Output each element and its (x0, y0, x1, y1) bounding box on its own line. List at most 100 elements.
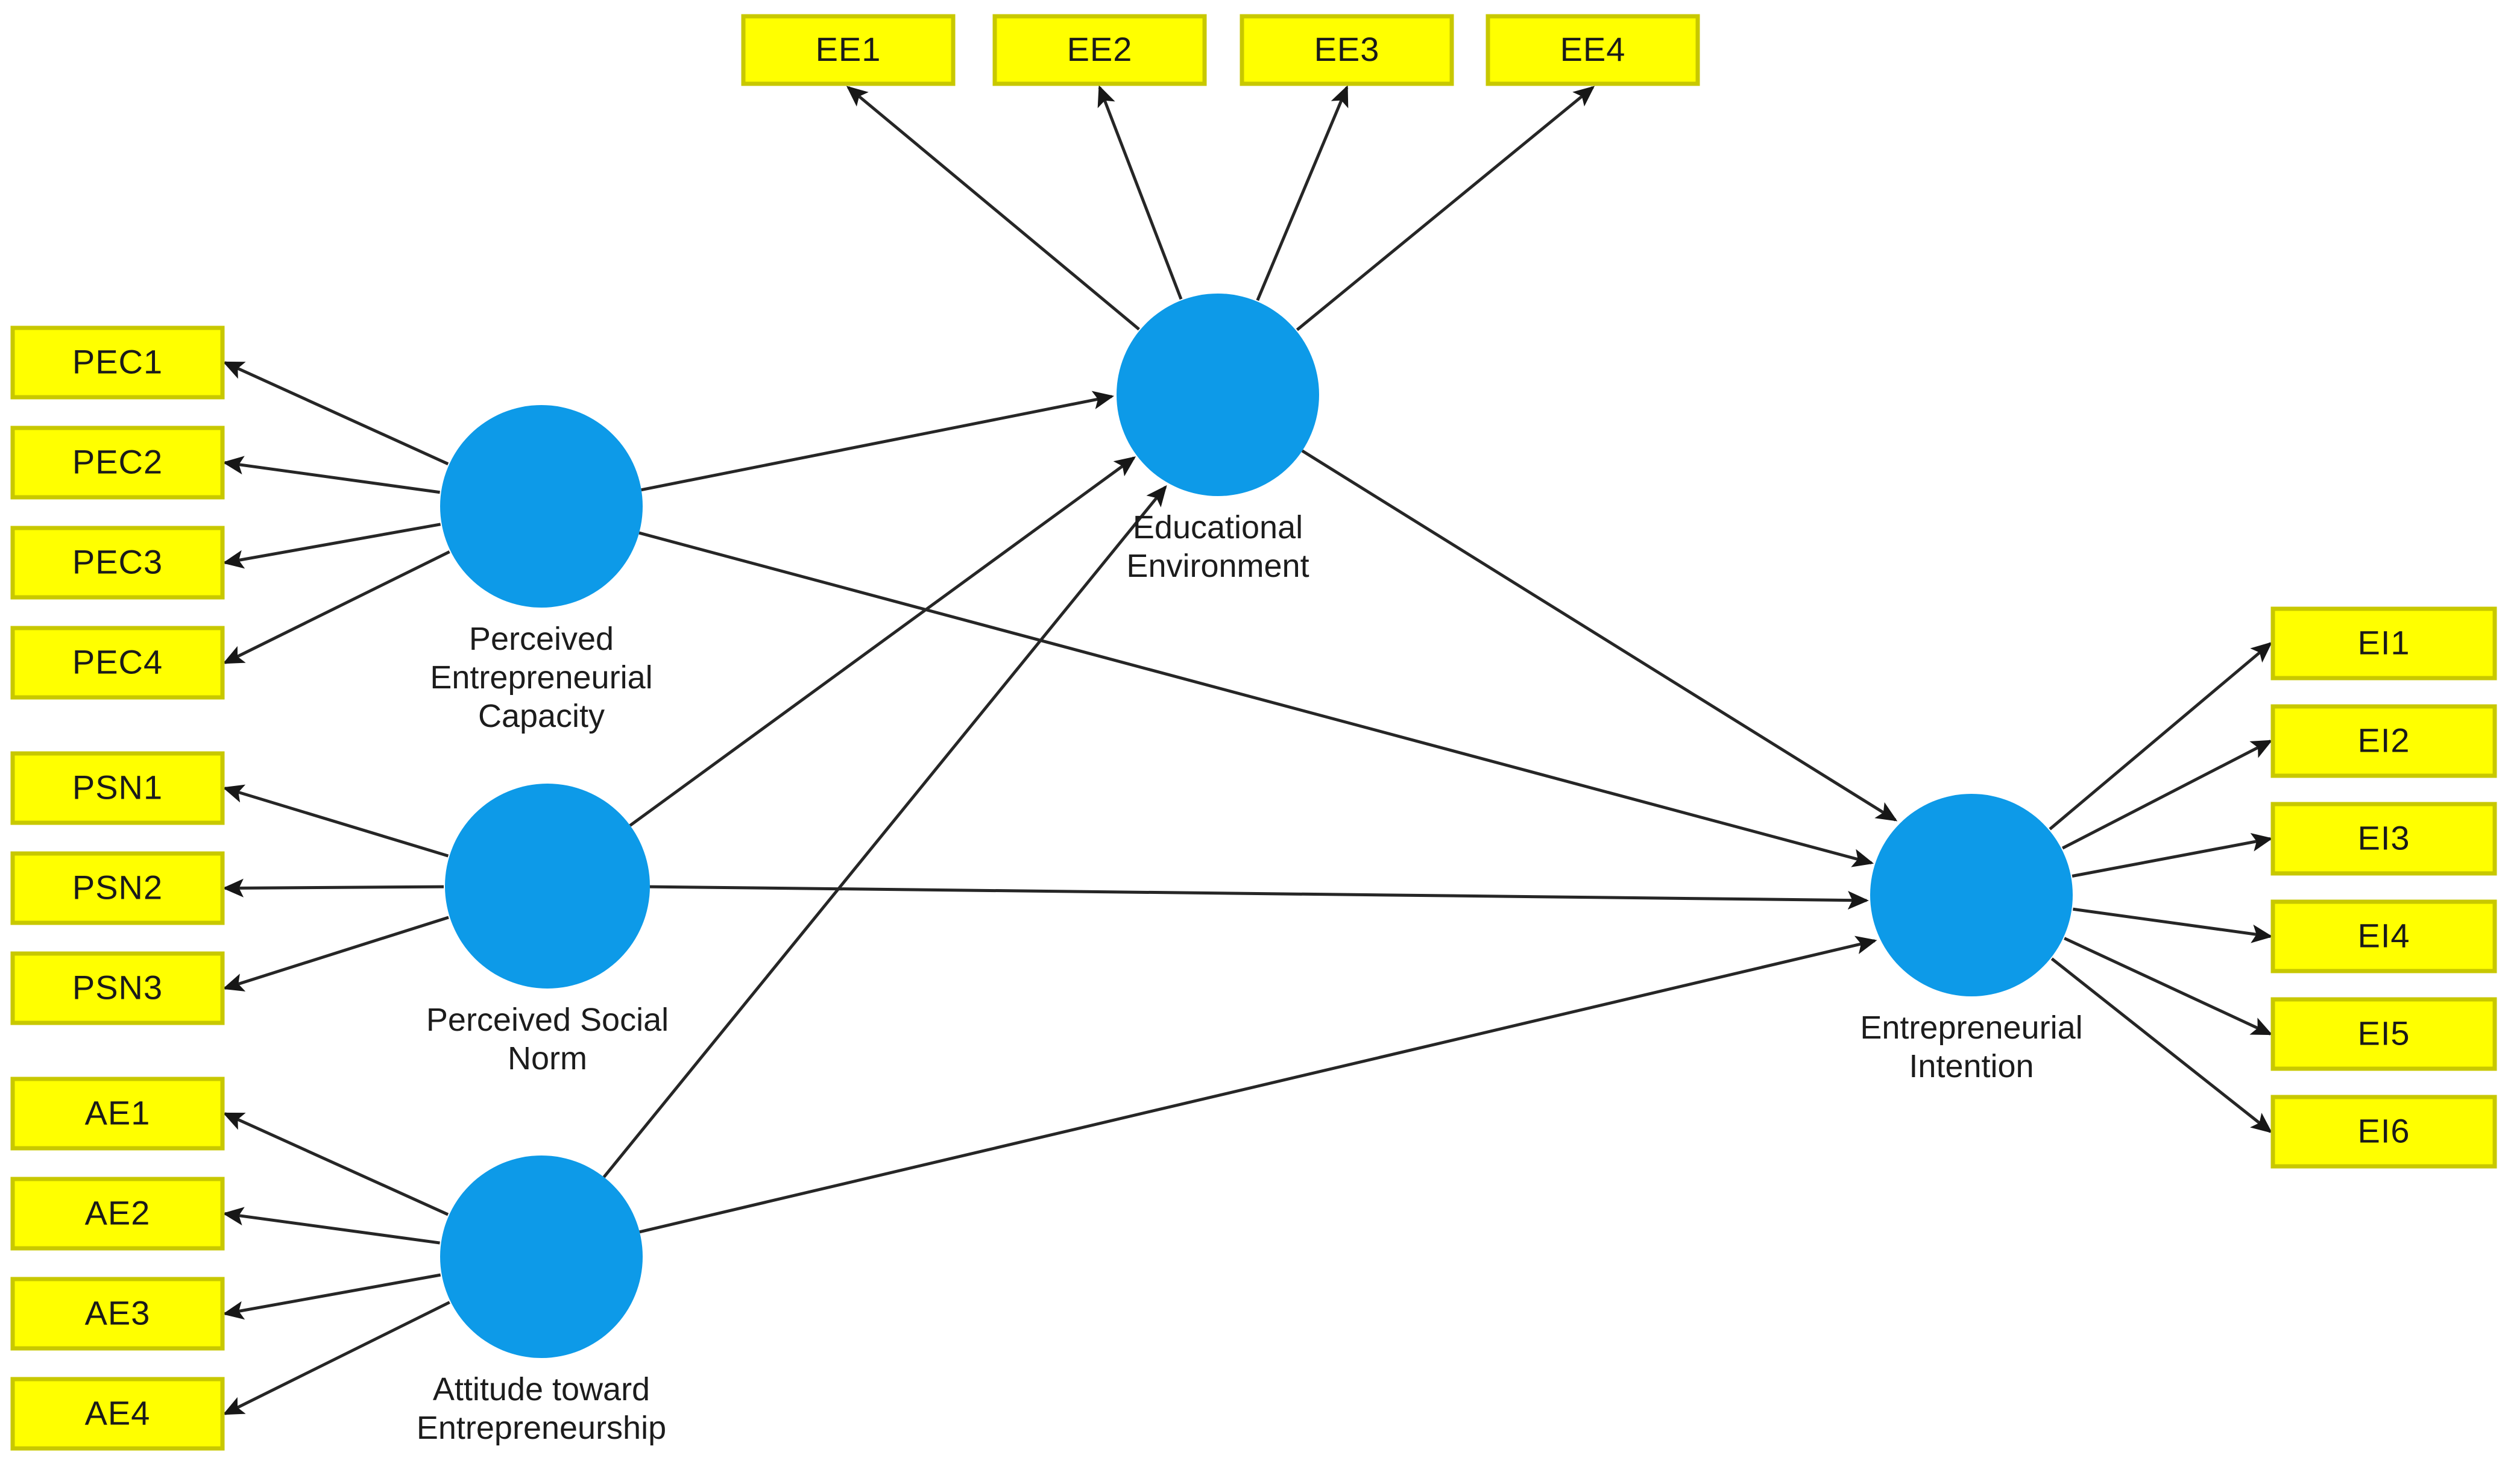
indicator-box[interactable]: AE4 (10, 1377, 225, 1451)
loading-arrow (222, 1112, 449, 1216)
loading-arrow (222, 456, 440, 494)
indicator-label: EE3 (1314, 30, 1380, 68)
loading-arrow (2050, 957, 2273, 1133)
loading-arrow (222, 878, 444, 898)
loading-arrow (1097, 85, 1183, 300)
indicator-box[interactable]: EI5 (2270, 997, 2497, 1071)
structural-paths-layer (602, 391, 1898, 1234)
latent-circle-ei[interactable] (1870, 794, 2073, 996)
structural-path-psn-to-ee (629, 456, 1136, 827)
indicator-box[interactable]: PSN3 (10, 951, 225, 1025)
indicator-rect (1240, 14, 1454, 86)
indicator-box[interactable]: AE2 (10, 1177, 225, 1251)
latent-circle-pec[interactable] (440, 405, 643, 608)
indicator-label: PSN1 (72, 768, 163, 806)
indicator-rect (741, 14, 956, 86)
loading-arrow (222, 523, 441, 569)
indicator-label: EI3 (2357, 819, 2410, 857)
indicator-box[interactable]: PEC1 (10, 325, 225, 400)
indicator-boxes-layer: EE1 EE2 EE3 EE4PEC1PEC2PEC3PEC4PSN1PSN2PSN3… (10, 14, 2497, 1451)
latent-label-line: Perceived Social (426, 1002, 669, 1038)
loading-arrow (222, 361, 449, 465)
indicator-rect (2270, 997, 2497, 1071)
indicator-rect (10, 1377, 225, 1451)
indicator-box[interactable]: EI3 (2270, 802, 2497, 876)
indicator-box[interactable]: EE2 (992, 14, 1207, 86)
indicator-box[interactable]: PEC3 (10, 526, 225, 600)
indicator-label: EI4 (2357, 916, 2410, 954)
indicator-box[interactable]: EE4 (1486, 14, 1700, 86)
structural-path-ae-to-ei (639, 935, 1877, 1234)
loading-arrow (2073, 907, 2273, 943)
structural-path-ee-to-ei (1301, 449, 1898, 822)
indicator-label: PSN3 (72, 968, 163, 1006)
structural-path-pec-to-ei (638, 531, 1874, 867)
measurement-loadings-layer (222, 85, 2273, 1415)
structural-path-psn-to-ei (649, 885, 1869, 910)
indicator-box[interactable]: EE1 (741, 14, 956, 86)
latent-label-line: Attitude toward (433, 1371, 650, 1407)
indicator-label: EE4 (1560, 30, 1626, 68)
indicator-label: AE2 (85, 1193, 151, 1231)
indicator-label: EE1 (816, 30, 881, 68)
loading-arrow (222, 550, 450, 664)
loading-arrow (222, 1301, 450, 1415)
indicator-rect (2270, 802, 2497, 876)
loading-arrow (222, 1273, 441, 1320)
latent-circle-ae[interactable] (440, 1155, 643, 1358)
indicator-rect (2270, 1095, 2497, 1169)
indicator-label: AE4 (85, 1394, 151, 1432)
indicator-rect (2270, 606, 2497, 681)
latent-circle-ee[interactable] (1117, 294, 1319, 496)
latent-circle-psn[interactable] (445, 784, 650, 989)
indicator-box[interactable]: EI1 (2270, 606, 2497, 681)
indicator-rect (10, 1177, 225, 1251)
indicator-rect (10, 851, 225, 925)
indicator-rect (10, 1277, 225, 1351)
indicator-label: EI1 (2357, 623, 2410, 661)
latent-label-line: Perceived (469, 621, 614, 657)
loading-arrow (222, 784, 449, 858)
indicator-rect (2270, 704, 2497, 778)
latent-label-line: Environment (1126, 548, 1309, 584)
indicator-label: PEC2 (72, 442, 163, 480)
loading-arrow (222, 1207, 440, 1245)
indicator-box[interactable]: AE1 (10, 1077, 225, 1151)
indicator-rect (10, 751, 225, 825)
indicator-label: PEC3 (72, 542, 163, 580)
latent-label-line: Norm (508, 1040, 587, 1077)
latent-labels-layer: PerceivedEntrepreneurialCapacityPerceive… (417, 509, 2083, 1446)
indicator-label: PEC4 (72, 643, 163, 681)
indicator-box[interactable]: EI2 (2270, 704, 2497, 778)
loading-arrow (2049, 641, 2273, 831)
loading-arrow (1256, 85, 1349, 301)
latent-label-line: Entrepreneurial (430, 659, 652, 696)
indicator-label: EE2 (1067, 30, 1133, 68)
indicator-label: EI6 (2357, 1111, 2410, 1149)
indicator-box[interactable]: AE3 (10, 1277, 225, 1351)
indicator-rect (1486, 14, 1700, 86)
latent-circles-layer (440, 294, 2073, 1358)
indicator-box[interactable]: EI4 (2270, 899, 2497, 973)
indicator-label: AE1 (85, 1093, 151, 1131)
indicator-box[interactable]: EI6 (2270, 1095, 2497, 1169)
latent-label-line: Entrepreneurial (1860, 1010, 2082, 1046)
indicator-rect (992, 14, 1207, 86)
indicator-box[interactable]: PSN2 (10, 851, 225, 925)
indicator-box[interactable]: PEC4 (10, 626, 225, 700)
indicator-label: PSN2 (72, 868, 163, 906)
loading-arrow (1296, 86, 1595, 332)
indicator-box[interactable]: PEC2 (10, 426, 225, 500)
loading-arrow (846, 86, 1140, 331)
indicator-box[interactable]: EE3 (1240, 14, 1454, 86)
indicator-box[interactable]: PSN1 (10, 751, 225, 825)
indicator-rect (10, 526, 225, 600)
loading-arrow (222, 916, 449, 992)
indicator-rect (10, 426, 225, 500)
indicator-label: EI2 (2357, 721, 2410, 759)
